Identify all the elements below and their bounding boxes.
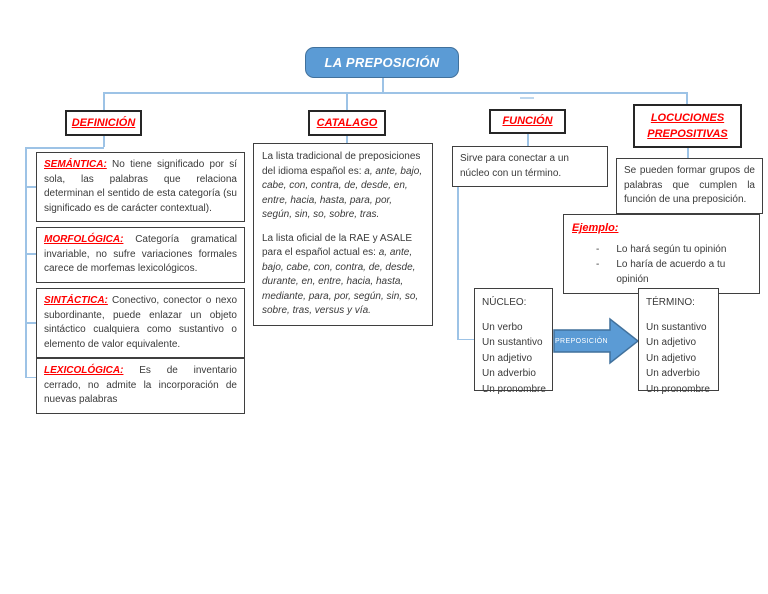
semantica-term: SEMÁNTICA: — [44, 159, 107, 170]
morfologica-box: MORFOLÓGICA: Categoría gramatical invari… — [36, 227, 245, 283]
ejemplo-item-text: Lo hará según tu opinión — [616, 243, 727, 255]
connector-line — [25, 376, 36, 378]
termino-item: Un sustantivo — [646, 321, 707, 333]
nucleo-item: Un pronombre — [482, 383, 546, 395]
sintactica-text: Conectivo, conector o nexo subordinante,… — [44, 295, 238, 350]
ejemplo-item-text: Lo haría de acuerdo a tu opinión — [616, 258, 726, 285]
map-title: LA PREPOSICIÓN — [305, 47, 459, 78]
branch-definicion-label: DEFINICIÓN — [71, 116, 136, 129]
termino-item: Un adverbio — [646, 368, 700, 379]
catalago-p2-list: a, ante, bajo, cabe, con, contra, de, de… — [262, 247, 419, 316]
locuciones-box: Se pueden formar grupos de palabras que … — [616, 158, 763, 214]
connector-line — [457, 338, 474, 340]
connector-line — [346, 92, 348, 110]
nucleo-item: Un adverbio — [482, 368, 536, 379]
connector-line — [686, 92, 688, 104]
sintactica-box: SINTÁCTICA: Conectivo, conector o nexo s… — [36, 288, 245, 358]
connector-line — [103, 136, 105, 147]
catalago-p1-intro: La lista tradicional de preposiciones de… — [262, 151, 421, 177]
connector-line — [687, 148, 689, 158]
termino-title: TÉRMINO: — [646, 297, 695, 308]
locuciones-text: Se pueden formar grupos de palabras que … — [624, 165, 755, 205]
connector-line — [25, 147, 27, 378]
connector-line — [25, 147, 104, 149]
ejemplo-item: - Lo hará según tu opinión — [596, 242, 751, 257]
ejemplo-box: Ejemplo: - Lo hará según tu opinión - Lo… — [563, 214, 760, 294]
morfologica-text: Categoría gramatical invariable, no sufr… — [44, 234, 238, 274]
branch-locuciones-header: LOCUCIONES PREPOSITIVAS — [633, 104, 742, 148]
branch-funcion-header: FUNCIÓN — [489, 109, 566, 134]
ejemplo-title: Ejemplo: — [572, 222, 619, 234]
funcion-box: Sirve para conectar a un núcleo con un t… — [452, 146, 608, 187]
preposicion-arrow: PREPOSICIÓN — [553, 317, 640, 365]
lexicologica-text: Es de inventario cerrado, no admite la i… — [44, 365, 237, 405]
ejemplo-bullet: - — [596, 258, 600, 270]
right-arrow-icon — [553, 317, 640, 365]
branch-locuciones-label: LOCUCIONES PREPOSITIVAS — [647, 111, 728, 141]
termino-item: Un pronombre — [646, 383, 710, 395]
termino-item: Un adjetivo — [646, 337, 697, 348]
ejemplo-item: - Lo haría de acuerdo a tu opinión — [596, 257, 751, 287]
catalago-paragraph-1: La lista tradicional de preposiciones de… — [262, 150, 424, 223]
morfologica-term: MORFOLÓGICA: — [44, 234, 124, 245]
branch-funcion-label: FUNCIÓN — [502, 115, 553, 128]
nucleo-item: Un adjetivo — [482, 352, 533, 364]
branch-catalago-label: CATALAGO — [316, 116, 378, 129]
funcion-text: Sirve para conectar a un núcleo con un t… — [460, 153, 569, 179]
nucleo-item: Un verbo — [482, 321, 523, 333]
connector-line — [382, 77, 384, 92]
connector-line — [346, 136, 348, 143]
termino-box: TÉRMINO: Un sustantivo Un adjetivo Un ad… — [638, 288, 719, 395]
catalago-p2-intro: La lista oficial de la RAE y ASALE para … — [262, 232, 413, 259]
semantica-text: No tiene significado por sí sola, las pa… — [44, 159, 237, 214]
catalago-box: La lista tradicional de preposiciones de… — [253, 143, 433, 326]
nucleo-title: NÚCLEO: — [482, 297, 527, 308]
lexicologica-term: LEXICOLÓGICA: — [44, 365, 124, 376]
connector-line — [25, 322, 36, 324]
catalago-paragraph-2: La lista oficial de la RAE y ASALE para … — [262, 232, 424, 319]
catalago-p1-list: a, ante, bajo, cabe, con, contra, de, de… — [262, 165, 423, 221]
nucleo-item: Un sustantivo — [482, 337, 543, 348]
connector-line — [103, 92, 105, 110]
connector-line — [25, 186, 36, 188]
semantica-box: SEMÁNTICA: No tiene significado por sí s… — [36, 152, 245, 222]
arrow-label: PREPOSICIÓN — [554, 337, 609, 345]
connector-line — [457, 184, 459, 340]
connector-line — [527, 134, 529, 146]
connector-line — [25, 253, 36, 255]
branch-definicion-header: DEFINICIÓN — [65, 110, 142, 136]
sintactica-term: SINTÁCTICA: — [44, 295, 108, 306]
termino-item: Un adjetivo — [646, 352, 697, 364]
ejemplo-bullet: - — [596, 243, 600, 255]
handle-dash — [520, 97, 534, 99]
branch-catalago-header: CATALAGO — [308, 110, 386, 136]
connector-line — [103, 92, 686, 94]
lexicologica-box: LEXICOLÓGICA: Es de inventario cerrado, … — [36, 358, 245, 414]
nucleo-box: NÚCLEO: Un verbo Un sustantivo Un adjeti… — [474, 288, 553, 395]
